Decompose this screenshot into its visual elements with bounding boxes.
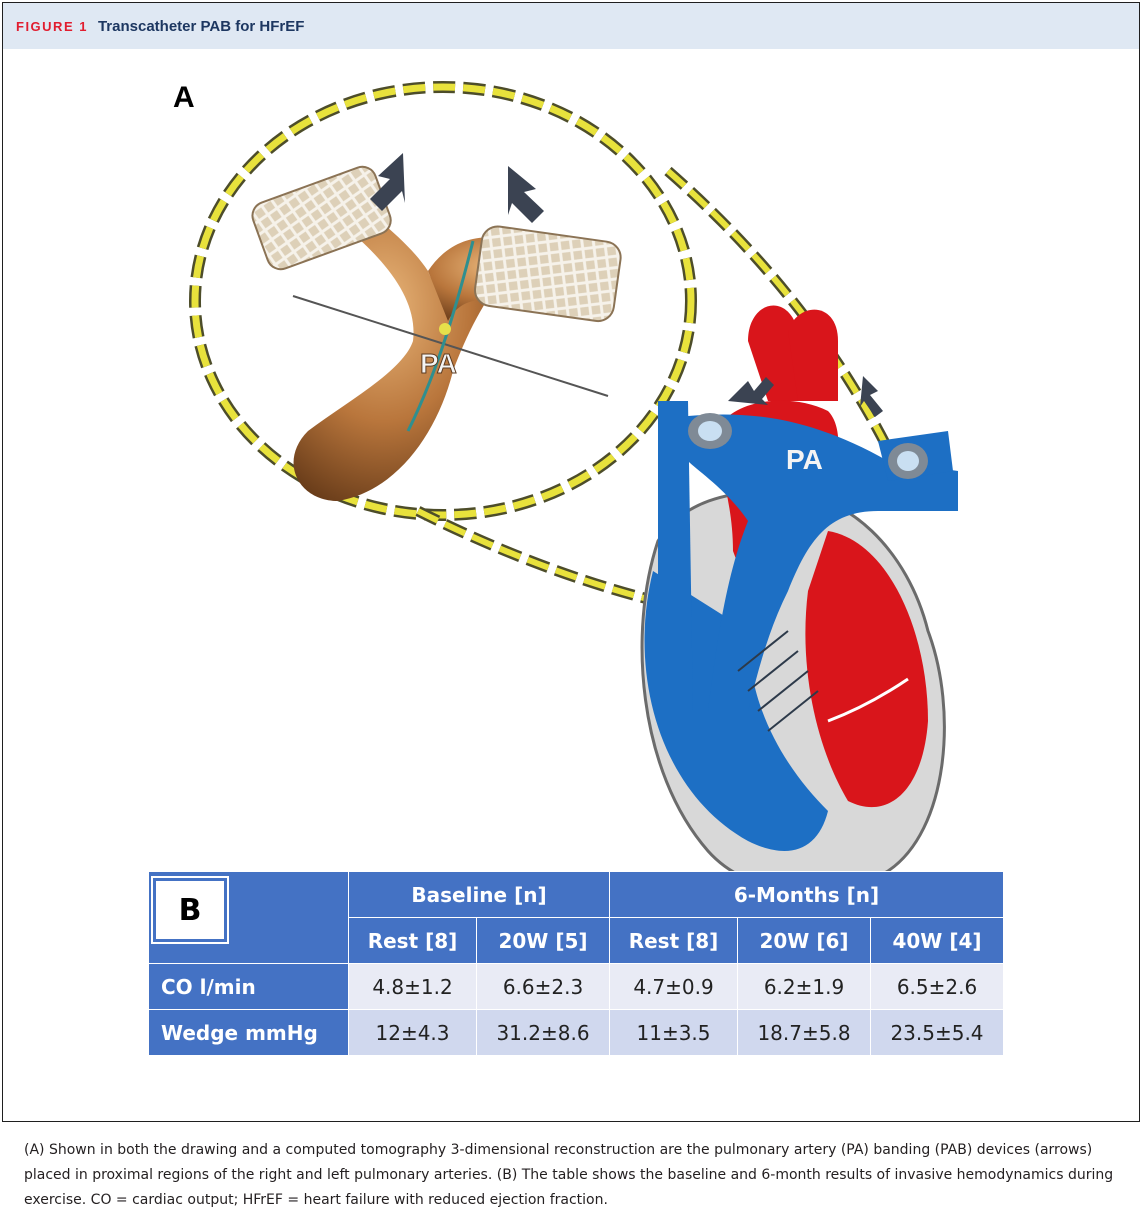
table-cell: 4.7±0.9 <box>610 964 738 1010</box>
table-cell: 18.7±5.8 <box>738 1010 871 1056</box>
table-cell: 6.5±2.6 <box>871 964 1004 1010</box>
column-header: 20W [5] <box>477 918 610 964</box>
group-header-6-months: 6-Months [n] <box>610 872 1004 918</box>
group-header-baseline: Baseline [n] <box>349 872 610 918</box>
figure-caption: (A) Shown in both the drawing and a comp… <box>24 1138 1120 1213</box>
row-label: CO l/min <box>149 964 349 1010</box>
right-pab-device <box>473 224 623 323</box>
table-cell: 6.2±1.9 <box>738 964 871 1010</box>
figure-label: FIGURE 1 <box>16 19 88 34</box>
table-corner: B <box>149 872 349 964</box>
figure-title: Transcatheter PAB for HFrEF <box>98 18 304 35</box>
column-header: 40W [4] <box>871 918 1004 964</box>
table-cell: 12±4.3 <box>349 1010 477 1056</box>
table-cell: 23.5±5.4 <box>871 1010 1004 1056</box>
table-cell: 6.6±2.3 <box>477 964 610 1010</box>
table-cell: 11±3.5 <box>610 1010 738 1056</box>
row-label: Wedge mmHg <box>149 1010 349 1056</box>
panel-b-letter: B <box>153 878 227 942</box>
table-cell: 31.2±8.6 <box>477 1010 610 1056</box>
table-row: CO l/min 4.8±1.2 6.6±2.3 4.7±0.9 6.2±1.9… <box>149 964 1004 1010</box>
pab-illustration: PA PA <box>188 71 958 921</box>
heart-drawing: PA <box>642 306 958 893</box>
column-header: 20W [6] <box>738 918 871 964</box>
pa-label-ct: PA <box>420 348 457 379</box>
ct-reconstruction: PA <box>249 163 623 501</box>
column-header: Rest [8] <box>610 918 738 964</box>
table-cell: 4.8±1.2 <box>349 964 477 1010</box>
hemodynamics-table: B Baseline [n] 6-Months [n] Rest [8] 20W… <box>148 871 1004 1056</box>
left-pab-device <box>249 163 395 273</box>
figure-header: FIGURE 1 Transcatheter PAB for HFrEF <box>3 3 1139 49</box>
arrow-icon <box>370 153 544 223</box>
hemodynamics-table-panel: B Baseline [n] 6-Months [n] Rest [8] 20W… <box>148 871 1004 1056</box>
pa-label-drawing: PA <box>786 444 823 475</box>
figure-frame: FIGURE 1 Transcatheter PAB for HFrEF A <box>2 2 1140 1122</box>
column-header: Rest [8] <box>349 918 477 964</box>
table-row: Wedge mmHg 12±4.3 31.2±8.6 11±3.5 18.7±5… <box>149 1010 1004 1056</box>
